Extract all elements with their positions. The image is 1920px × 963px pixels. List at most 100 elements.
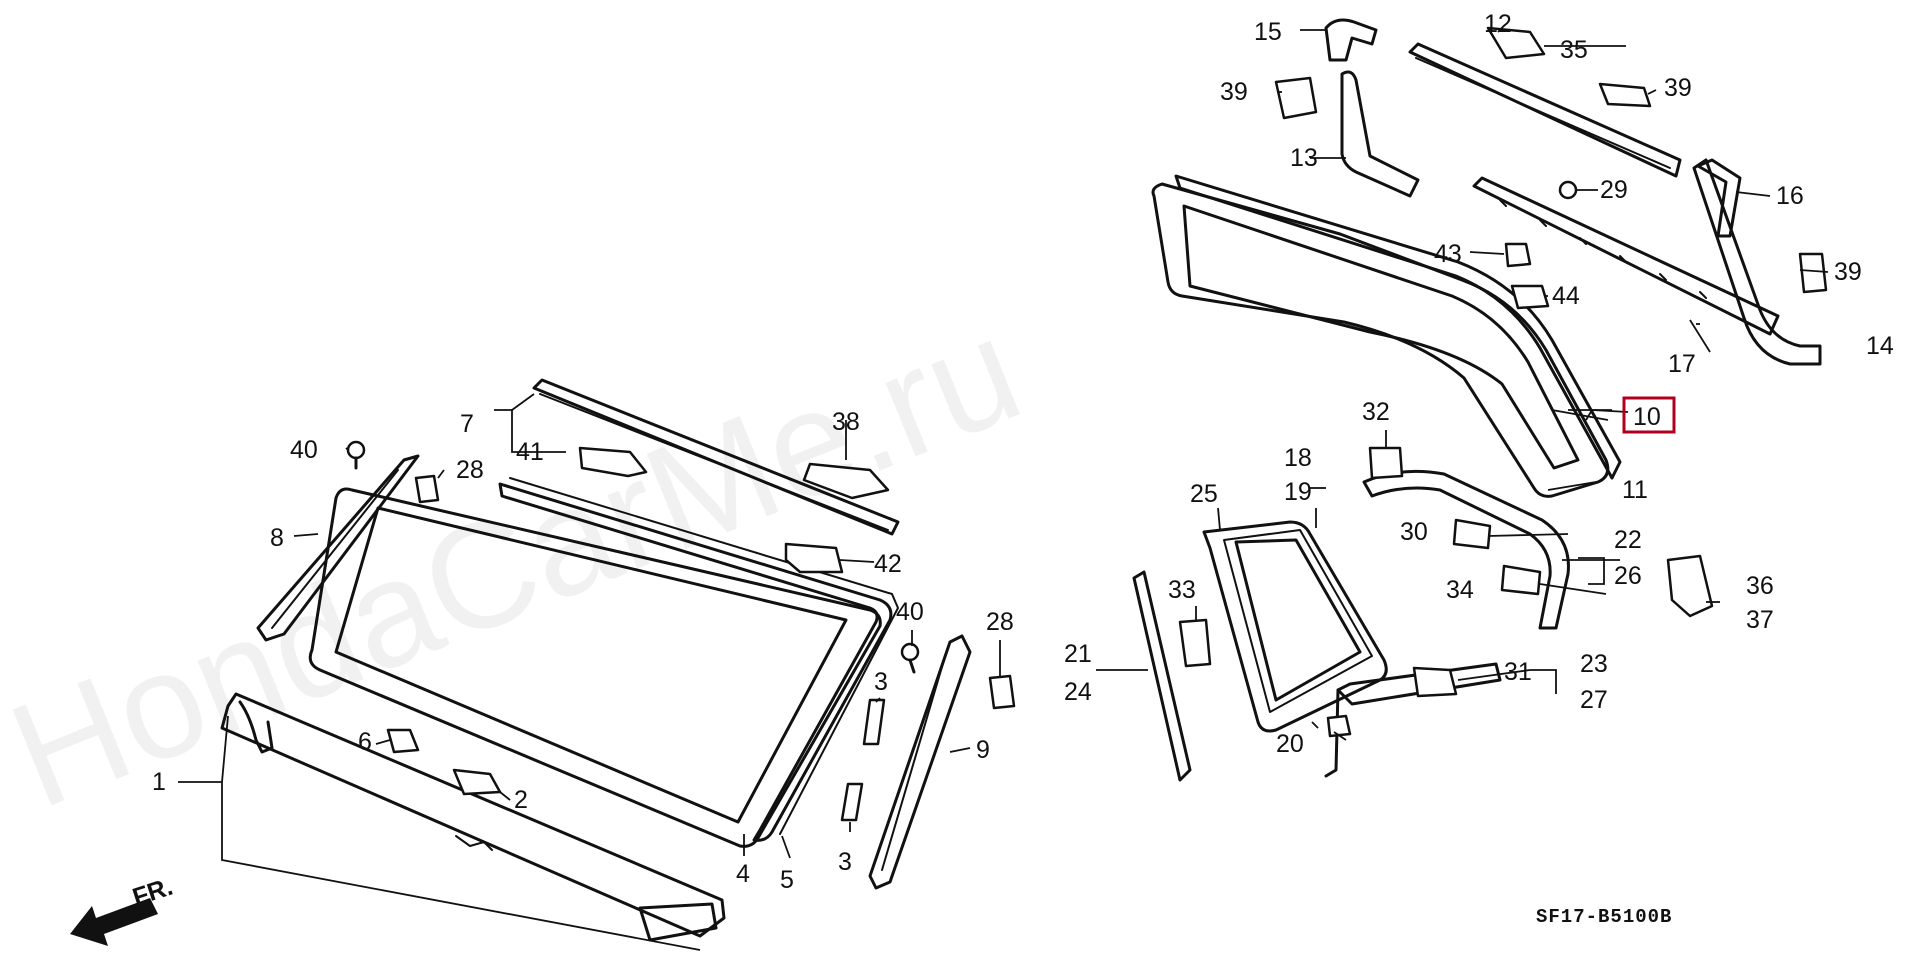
label-25[interactable]: 25 [1190,480,1218,508]
label-44[interactable]: 44 [1552,282,1580,310]
label-20[interactable]: 20 [1276,730,1304,758]
rear-side-molding-right[interactable] [1692,158,1822,366]
label-29[interactable]: 29 [1600,176,1628,204]
label-3-upper[interactable]: 3 [874,668,888,696]
clip-32[interactable] [1368,446,1404,480]
highlight-box-10 [1622,396,1676,434]
label-30[interactable]: 30 [1400,518,1428,546]
label-28-left[interactable]: 28 [456,456,484,484]
label-31[interactable]: 31 [1504,658,1532,686]
quarter-molding-vertical[interactable] [1132,570,1192,782]
rear-upper-molding[interactable] [1408,42,1682,178]
label-9[interactable]: 9 [976,736,990,764]
label-37[interactable]: 37 [1746,606,1774,634]
clip-30[interactable] [1452,518,1492,550]
clip-40-right[interactable] [900,642,920,674]
label-13[interactable]: 13 [1290,144,1318,172]
label-41[interactable]: 41 [516,438,544,466]
label-35[interactable]: 35 [1560,36,1588,64]
label-1[interactable]: 1 [152,768,166,796]
clip-28-left[interactable] [414,474,440,504]
leader-lines [178,29,1829,951]
label-22[interactable]: 22 [1614,526,1642,554]
rear-corner-piece-16[interactable] [1696,158,1742,238]
clip-34[interactable] [1500,564,1542,596]
a-pillar-molding-left[interactable] [256,454,420,642]
roof-molding[interactable] [532,378,900,536]
spacer-3-lower[interactable] [840,782,864,822]
clip-31[interactable] [1412,666,1458,698]
windshield-glass[interactable] [308,487,882,848]
front-direction-arrow: FR. [70,873,176,946]
clip-42[interactable] [784,542,844,574]
clip-39-upper-right[interactable] [1598,82,1652,108]
label-14[interactable]: 14 [1866,332,1894,360]
label-10[interactable]: 10 [1633,403,1661,431]
label-28-right[interactable]: 28 [986,608,1014,636]
rear-glass-seal[interactable] [1174,174,1622,480]
label-39-right[interactable]: 39 [1834,258,1862,286]
label-2[interactable]: 2 [514,786,528,814]
quarter-window-frame[interactable] [1202,520,1388,733]
label-19[interactable]: 19 [1284,478,1312,506]
direction-label: FR. [129,873,176,912]
clip-38[interactable] [802,462,890,500]
bracket-36-37[interactable] [1666,554,1714,618]
label-16[interactable]: 16 [1776,182,1804,210]
quarter-window-glass[interactable] [1223,529,1373,713]
rear-upper-corner[interactable] [1324,18,1378,62]
label-36[interactable]: 36 [1746,572,1774,600]
label-39-upper-right[interactable]: 39 [1664,74,1692,102]
clip-29[interactable] [1558,180,1578,200]
label-42[interactable]: 42 [874,550,902,578]
label-33[interactable]: 33 [1168,576,1196,604]
clip-6[interactable] [386,728,420,754]
label-39-upper-left[interactable]: 39 [1220,78,1248,106]
label-12[interactable]: 12 [1484,10,1512,38]
clip-39-right[interactable] [1798,252,1828,294]
clip-41[interactable] [578,446,648,478]
label-27[interactable]: 27 [1580,686,1608,714]
clip-40-left[interactable] [346,440,366,470]
label-23[interactable]: 23 [1580,650,1608,678]
label-34[interactable]: 34 [1446,576,1474,604]
label-24[interactable]: 24 [1064,678,1092,706]
label-38[interactable]: 38 [832,408,860,436]
label-21[interactable]: 21 [1064,640,1092,668]
diagram-code: SF17-B5100B [1536,906,1672,928]
clip-20[interactable] [1326,714,1352,738]
quarter-lower-molding[interactable] [1324,662,1502,778]
label-17[interactable]: 17 [1668,350,1696,378]
label-40-left[interactable]: 40 [290,436,318,464]
spacer-3-upper[interactable] [862,698,886,746]
label-4[interactable]: 4 [736,860,750,888]
rear-side-molding-left[interactable] [1340,70,1420,198]
windshield-dam[interactable] [509,477,899,835]
clip-28-right[interactable] [988,674,1016,710]
clip-43[interactable] [1504,242,1532,268]
label-11[interactable]: 11 [1622,476,1648,504]
clip-44[interactable] [1510,284,1550,310]
label-5[interactable]: 5 [780,866,794,894]
part-numbers: 1 2 3 3 4 5 6 7 8 9 10 11 12 13 14 15 16… [152,10,1894,894]
clip-35[interactable] [1486,26,1546,60]
label-8[interactable]: 8 [270,524,284,552]
clip-39-upper-left[interactable] [1274,76,1318,120]
a-pillar-molding-right[interactable] [868,634,972,890]
label-7[interactable]: 7 [460,410,474,438]
label-40-right[interactable]: 40 [896,598,924,626]
cowl-top-panel[interactable] [220,692,726,942]
clip-33[interactable] [1178,618,1212,668]
rear-spoiler-trim[interactable] [1472,176,1780,336]
label-6[interactable]: 6 [358,728,372,756]
rear-lower-molding[interactable] [1362,469,1570,630]
windshield-molding[interactable] [498,482,893,842]
label-18[interactable]: 18 [1284,444,1312,472]
label-26[interactable]: 26 [1614,562,1642,590]
label-15[interactable]: 15 [1254,18,1282,46]
label-3-lower[interactable]: 3 [838,848,852,876]
label-32[interactable]: 32 [1362,398,1390,426]
label-43[interactable]: 43 [1434,240,1462,268]
